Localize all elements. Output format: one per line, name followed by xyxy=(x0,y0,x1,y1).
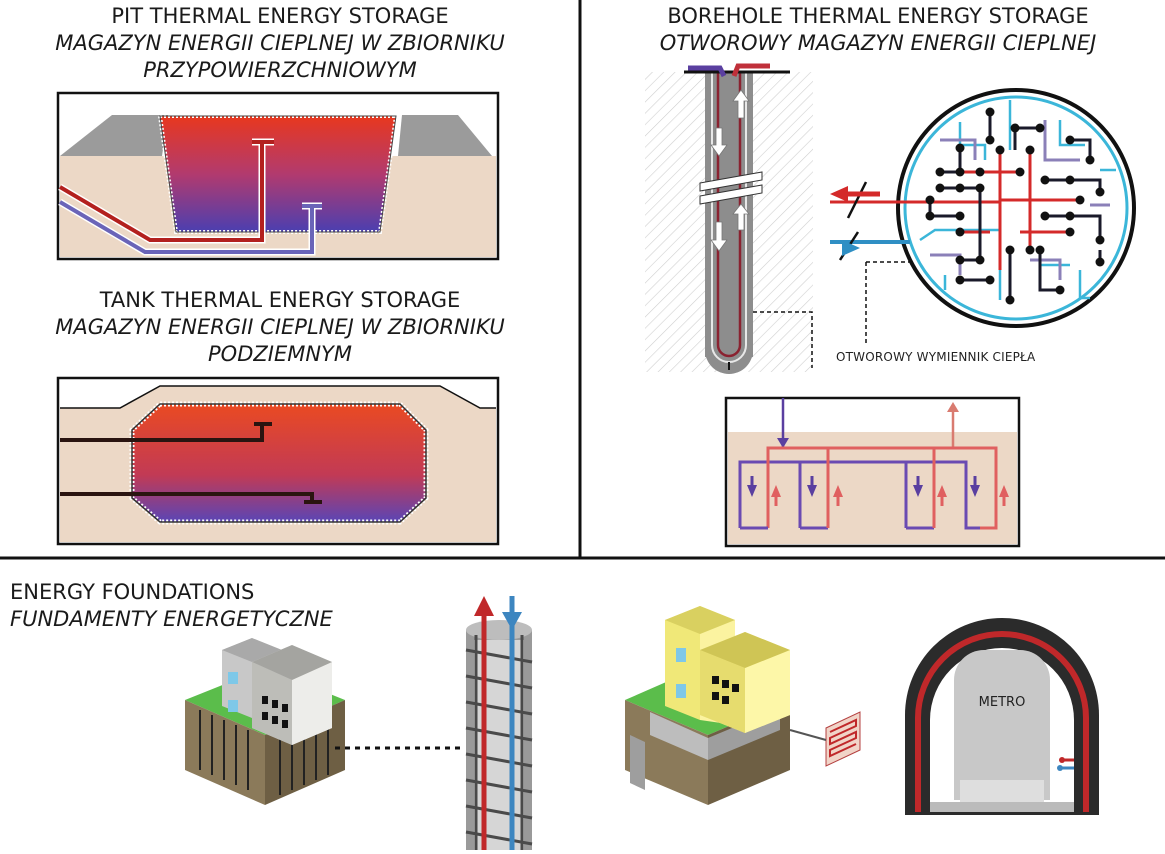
borehole-subtitle: OTWOROWY MAGAZYN ENERGII CIEPLNEJ xyxy=(659,31,1097,55)
cold-in-arrow xyxy=(842,240,860,256)
pit-subtitle: MAGAZYN ENERGII CIEPLNEJ W ZBIORNIKU PRZ… xyxy=(55,31,505,82)
borehole-diagram xyxy=(645,63,920,374)
tank-vessel xyxy=(129,401,429,525)
pit-basin xyxy=(157,114,399,234)
metro-label: METRO xyxy=(978,695,1026,710)
pit-title-block: PIT THERMAL ENERGY STORAGE MAGAZYN ENERG… xyxy=(10,3,550,84)
borehole-title-block: BOREHOLE THERMAL ENERGY STORAGE OTWOROWY… xyxy=(598,3,1158,57)
tank-subtitle: MAGAZYN ENERGII CIEPLNEJ W ZBIORNIKU POD… xyxy=(55,315,505,366)
tank-title-block: TANK THERMAL ENERGY STORAGE MAGAZYN ENER… xyxy=(10,287,550,368)
pile-hot-arrow xyxy=(474,596,494,616)
foundations-title-block: ENERGY FOUNDATIONS FUNDAMENTY ENERGETYCZ… xyxy=(10,579,370,633)
metro-tunnel xyxy=(905,618,1099,815)
foundations-subtitle: FUNDAMENTY ENERGETYCZNE xyxy=(10,607,333,631)
borehole-title: BOREHOLE THERMAL ENERGY STORAGE xyxy=(667,4,1089,28)
borehole-schematic xyxy=(724,396,1021,548)
building-grey xyxy=(185,638,345,805)
borehole-field-circle xyxy=(830,88,1136,328)
tank-title: TANK THERMAL ENERGY STORAGE xyxy=(99,288,461,312)
exchanger-label: OTWOROWY WYMIENNIK CIEPŁA xyxy=(836,350,1036,364)
energy-pile xyxy=(465,596,533,850)
foundations-title: ENERGY FOUNDATIONS xyxy=(10,580,255,604)
pile-cold-arrow xyxy=(502,612,522,630)
building-yellow xyxy=(625,606,861,805)
pit-storage-diagram xyxy=(56,91,500,261)
pit-title: PIT THERMAL ENERGY STORAGE xyxy=(111,4,449,28)
hot-out-arrow xyxy=(830,186,848,202)
tank-storage-diagram xyxy=(56,376,500,546)
